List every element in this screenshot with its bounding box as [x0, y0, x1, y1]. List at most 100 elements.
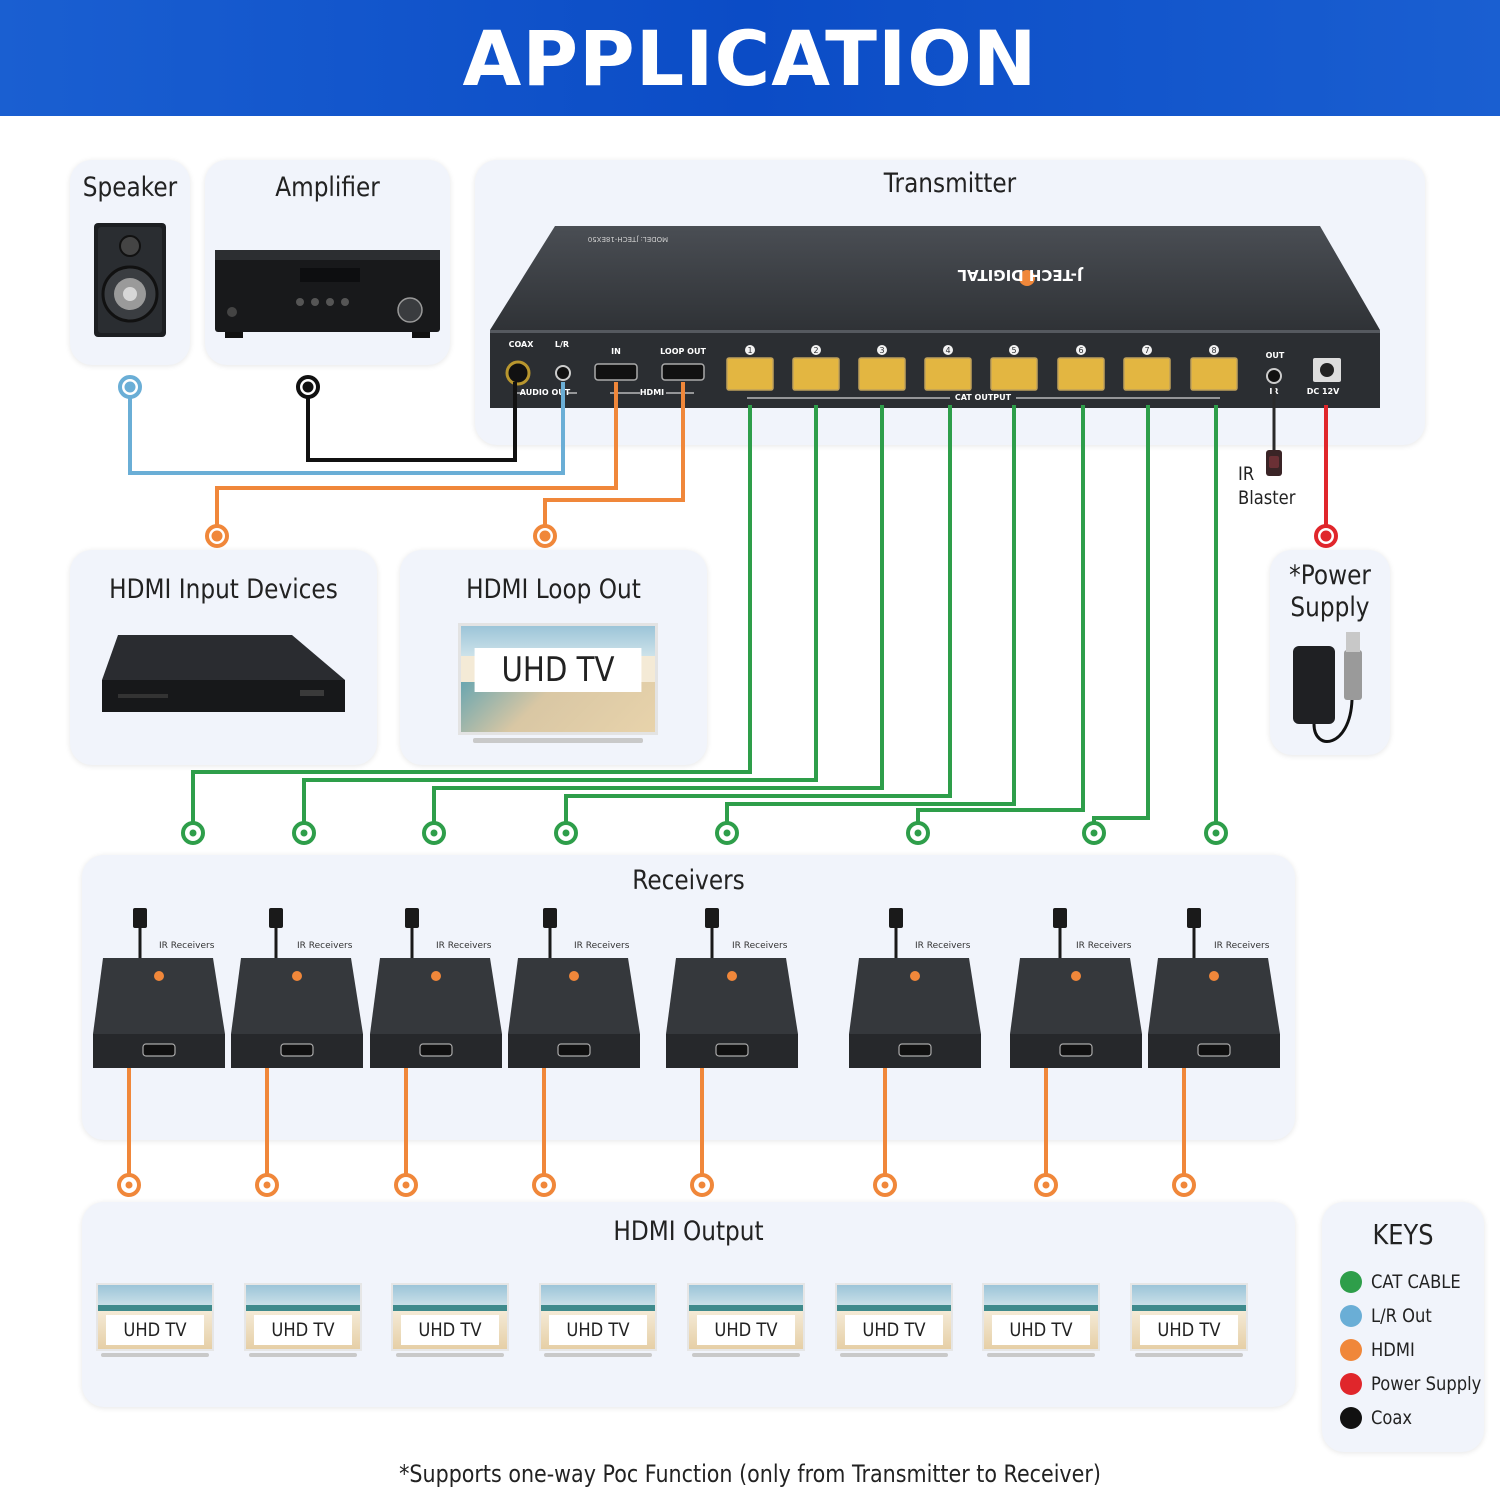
port-cat-output-label: CAT OUTPUT: [955, 393, 1012, 402]
port-lr-label: L/R: [555, 340, 569, 349]
receiver-2-ir-label: IR Receivers: [297, 941, 353, 951]
key-hdmi: HDMI: [1340, 1337, 1422, 1363]
cat-port-2-label: 2: [813, 346, 818, 355]
port-loop-out-label: LOOP OUT: [660, 347, 706, 356]
hdmi-loop-connector: [533, 524, 557, 548]
uhd-tv-1: UHD TV: [96, 1283, 214, 1357]
ir-blaster-label-line1: IR: [1238, 463, 1255, 485]
cat-connectors: [181, 821, 1228, 845]
hdmi-loop-title: HDMI Loop Out: [466, 574, 641, 605]
power-connector: [1314, 524, 1338, 548]
receiver-4-ir-label: IR Receivers: [574, 941, 630, 951]
receiver-8: IR Receivers: [1148, 908, 1280, 1197]
uhd-tv-label: UHD TV: [548, 1315, 648, 1345]
uhd-tv-2: UHD TV: [244, 1283, 362, 1357]
key-power-supply-dot: [1340, 1373, 1362, 1395]
brand-logo-icon: [1019, 270, 1035, 286]
uhd-tv-3: UHD TV: [391, 1283, 509, 1357]
hdmi-output-title: HDMI Output: [613, 1216, 764, 1247]
amplifier-title: Amplifier: [275, 172, 380, 203]
uhd-tv-label: UHD TV: [991, 1315, 1091, 1345]
uhd-tv-label: UHD TV: [105, 1315, 205, 1345]
port-audio-out-label: AUDIO OUT: [520, 388, 571, 397]
coax-cable: [306, 382, 517, 462]
uhd-tv-label: UHD TV: [400, 1315, 500, 1345]
hdmi-input-cable: [215, 382, 618, 536]
key-lr-out-dot: [1340, 1305, 1362, 1327]
receiver-devices: IR Receivers IR Receivers IR Receivers IR R…: [93, 908, 1280, 1197]
key-lr-out: L/R Out: [1340, 1303, 1442, 1329]
cat-port-5-label: 5: [1011, 346, 1016, 355]
receivers-title: Receivers: [632, 865, 745, 896]
key-coax: Coax: [1340, 1405, 1419, 1431]
transmitter-model-text: MODEL: JTECH-18EX50: [588, 235, 668, 243]
port-ir-out-label: OUT: [1266, 351, 1285, 360]
cat-cables: [191, 405, 1218, 833]
key-cat-cable-dot: [1340, 1271, 1362, 1293]
transmitter-title: Transmitter: [883, 168, 1017, 199]
port-hdmi-label: HDMI: [640, 388, 664, 397]
uhd-tv-label: UHD TV: [1139, 1315, 1239, 1345]
uhd-tv-5: UHD TV: [687, 1283, 805, 1357]
receiver-5-ir-label: IR Receivers: [732, 941, 788, 951]
lr-out-connector: [118, 375, 142, 399]
cat-port-7-label: 7: [1144, 346, 1149, 355]
power-supply-title-2: Supply: [1290, 592, 1370, 623]
receiver-3: IR Receivers: [370, 908, 502, 1197]
ir-blaster-image: [1266, 384, 1282, 476]
ir-blaster-label-line2: Blaster: [1238, 487, 1296, 509]
receiver-2: IR Receivers: [231, 908, 363, 1197]
cat-port-8-label: 8: [1211, 346, 1216, 355]
key-cat-cable-label: CAT CABLE: [1371, 1271, 1461, 1293]
hdmi-loop-cable: [543, 382, 685, 536]
speaker-image: [94, 223, 166, 337]
receiver-7: IR Receivers: [1010, 908, 1142, 1197]
receiver-6-ir-label: IR Receivers: [915, 941, 971, 951]
uhd-tv-7: UHD TV: [982, 1283, 1100, 1357]
hdmi-input-connector: [205, 524, 229, 548]
page-title: APPLICATION: [462, 13, 1038, 103]
amplifier-image: [215, 250, 440, 338]
header-banner: APPLICATION: [0, 0, 1500, 116]
key-coax-dot: [1340, 1407, 1362, 1429]
uhd-tv-label: UHD TV: [696, 1315, 796, 1345]
receiver-8-ir-label: IR Receivers: [1214, 941, 1270, 951]
uhd-tv-label: UHD TV: [844, 1315, 944, 1345]
port-coax-label: COAX: [509, 340, 535, 349]
key-cat-cable: CAT CABLE: [1340, 1269, 1475, 1295]
receiver-7-ir-label: IR Receivers: [1076, 941, 1132, 951]
power-adapter-image: [1293, 632, 1362, 743]
footnote: *Supports one-way Poc Function (only fro…: [399, 1460, 1101, 1488]
hdmi-input-title: HDMI Input Devices: [109, 574, 338, 605]
receiver-6: IR Receivers: [849, 908, 981, 1197]
receiver-3-ir-label: IR Receivers: [436, 941, 492, 951]
uhd-tv-4: UHD TV: [539, 1283, 657, 1357]
uhd-tv-6: UHD TV: [835, 1283, 953, 1357]
key-power-supply: Power Supply: [1340, 1371, 1499, 1397]
key-coax-label: Coax: [1371, 1407, 1413, 1429]
receiver-4: IR Receivers: [508, 908, 640, 1197]
keys-title: KEYS: [1372, 1218, 1434, 1251]
cat-port-4-label: 4: [945, 346, 950, 355]
cat-port-3-label: 3: [879, 346, 884, 355]
key-power-supply-label: Power Supply: [1371, 1373, 1482, 1395]
key-hdmi-dot: [1340, 1339, 1362, 1361]
lr-out-cable: [128, 382, 565, 475]
key-hdmi-label: HDMI: [1371, 1339, 1415, 1361]
cat-port-1-label: 1: [747, 346, 752, 355]
receiver-1-ir-label: IR Receivers: [159, 941, 215, 951]
receiver-1: IR Receivers: [93, 908, 225, 1197]
port-dc-label: DC 12V: [1307, 387, 1340, 396]
speaker-title: Speaker: [82, 172, 178, 203]
transmitter-brand-text: J-TECH DIGITAL: [957, 266, 1083, 284]
transmitter-device: 1 2 3 4 5 6 7 8 COAX L/R AUDIO OUT IN LO…: [490, 226, 1380, 408]
port-hdmi-in-label: IN: [611, 347, 621, 356]
dvd-player-image: [102, 635, 345, 712]
uhd-tv-label: UHD TV: [253, 1315, 353, 1345]
loop-out-tv: UHD TV: [458, 623, 658, 743]
ir-blaster-label: IR Blaster: [1238, 462, 1295, 510]
loop-out-tv-label: UHD TV: [474, 648, 642, 692]
uhd-tv-8: UHD TV: [1130, 1283, 1248, 1357]
power-supply-title-1: *Power: [1289, 560, 1371, 591]
